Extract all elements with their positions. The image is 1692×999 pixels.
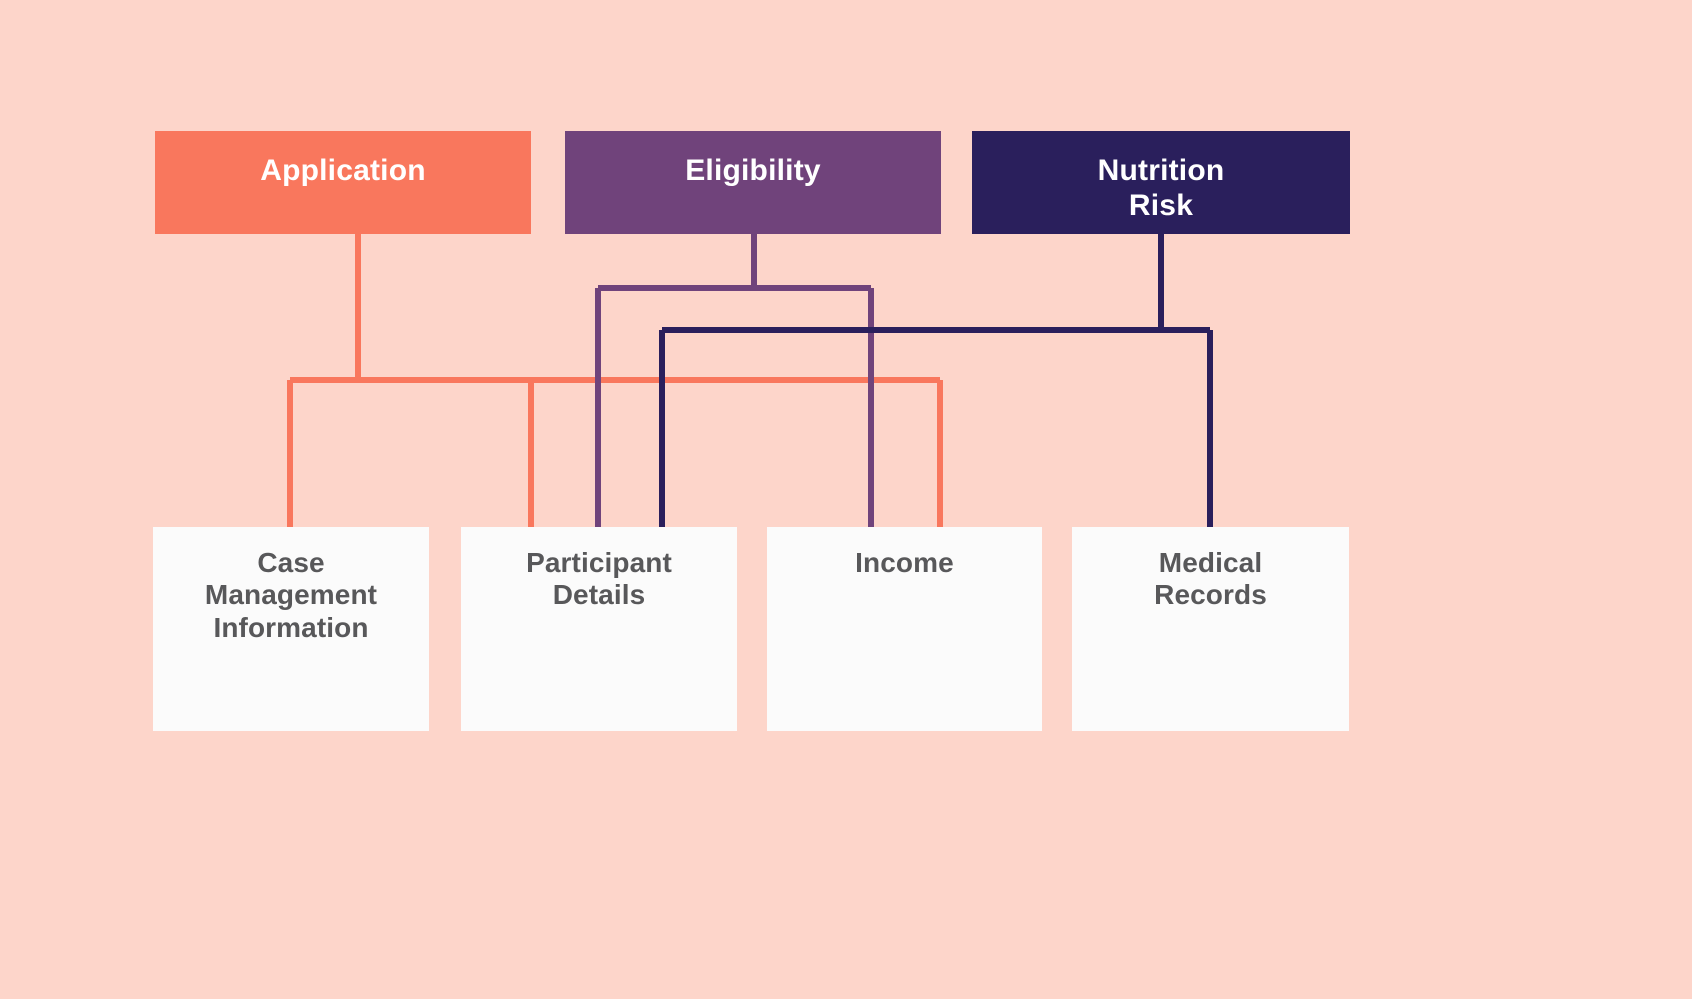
- edge-group-nutrition-risk: [659, 234, 1213, 528]
- node-application-label: Application: [260, 154, 426, 187]
- node-income-label: Income: [855, 547, 954, 578]
- node-application[interactable]: Application: [155, 131, 531, 234]
- node-eligibility-label: Eligibility: [685, 154, 821, 187]
- node-eligibility[interactable]: Eligibility: [565, 131, 941, 234]
- node-income[interactable]: Income: [767, 527, 1042, 731]
- edge-group-application: [287, 234, 943, 528]
